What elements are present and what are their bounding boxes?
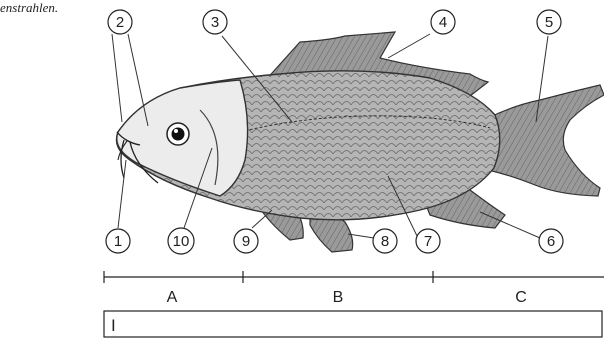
callout-3: 3 (203, 10, 227, 34)
callout-label-9: 9 (242, 233, 250, 250)
callout-1: 1 (106, 229, 130, 253)
callout-5: 5 (537, 10, 561, 34)
callout-label-7: 7 (424, 233, 432, 250)
callout-label-5: 5 (545, 14, 553, 31)
callout-label-4: 4 (439, 14, 447, 31)
callout-label-2: 2 (116, 14, 124, 31)
callout-label-3: 3 (211, 14, 219, 31)
segment-label-a: A (167, 289, 178, 306)
callout-7: 7 (416, 229, 440, 253)
callout-2: 2 (108, 10, 132, 34)
answer-box (104, 311, 602, 337)
callout-8: 8 (373, 229, 397, 253)
answer-box-text: I (111, 316, 116, 335)
callout-4: 4 (431, 10, 455, 34)
callout-6: 6 (539, 229, 563, 253)
callout-9: 9 (234, 229, 258, 253)
segment-label-b: B (333, 289, 344, 306)
eye-highlight (174, 129, 178, 133)
callout-label-1: 1 (114, 233, 122, 250)
callout-label-6: 6 (547, 233, 555, 250)
segment-ruler (104, 271, 604, 283)
pupil (172, 128, 185, 141)
segment-label-c: C (515, 289, 527, 306)
tail-fin (488, 85, 604, 196)
callout-label-8: 8 (381, 233, 389, 250)
callout-10: 10 (168, 228, 194, 254)
callout-label-10: 10 (173, 233, 190, 250)
